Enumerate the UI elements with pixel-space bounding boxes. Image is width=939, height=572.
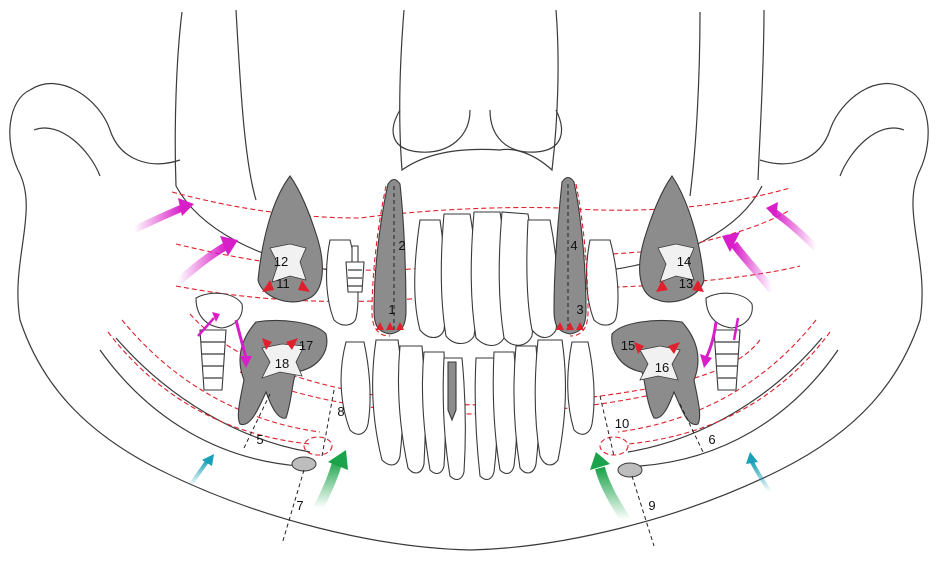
upper-right-molar (640, 176, 704, 302)
label-2: 2 (398, 238, 405, 253)
label-11: 11 (276, 276, 290, 291)
label-8: 8 (337, 404, 344, 419)
reference-line-10 (600, 396, 614, 456)
label-17: 17 (299, 338, 313, 353)
label-18: 18 (275, 356, 289, 371)
magenta-arrow-icon (134, 198, 194, 230)
label-9: 9 (648, 498, 655, 513)
label-4: 4 (570, 238, 577, 253)
lower-front-teeth (341, 340, 594, 479)
red-arrowhead-icon (556, 322, 584, 330)
label-6: 6 (708, 432, 715, 447)
mental-foramen-right (618, 463, 642, 477)
left-implant (196, 293, 242, 390)
label-5: 5 (256, 432, 263, 447)
label-16: 16 (655, 360, 669, 375)
cyan-arrow-icon (746, 452, 770, 492)
mental-foramen-right-loop (600, 437, 628, 455)
label-10: 10 (615, 416, 629, 431)
upper-left-molar (258, 176, 322, 302)
green-arrows (318, 450, 626, 520)
label-15: 15 (621, 338, 635, 353)
label-7: 7 (296, 498, 303, 513)
green-arrow-icon (318, 450, 348, 508)
lower-midline-marker (448, 362, 456, 420)
label-14: 14 (677, 254, 691, 269)
mental-foramen-left-loop (304, 437, 332, 455)
magenta-arrow-icon (178, 236, 238, 282)
label-12: 12 (274, 254, 288, 269)
label-1: 1 (388, 302, 395, 317)
mental-foramen-left (292, 457, 316, 471)
red-arrowhead-icon (376, 322, 404, 330)
label-13: 13 (679, 276, 693, 291)
magenta-arrow-icon (722, 232, 772, 290)
magenta-arrow-icon (766, 202, 816, 248)
green-arrow-icon (590, 452, 626, 520)
label-3: 3 (576, 302, 583, 317)
lower-left-molar (238, 321, 327, 425)
cyan-arrow-icon (190, 454, 214, 486)
